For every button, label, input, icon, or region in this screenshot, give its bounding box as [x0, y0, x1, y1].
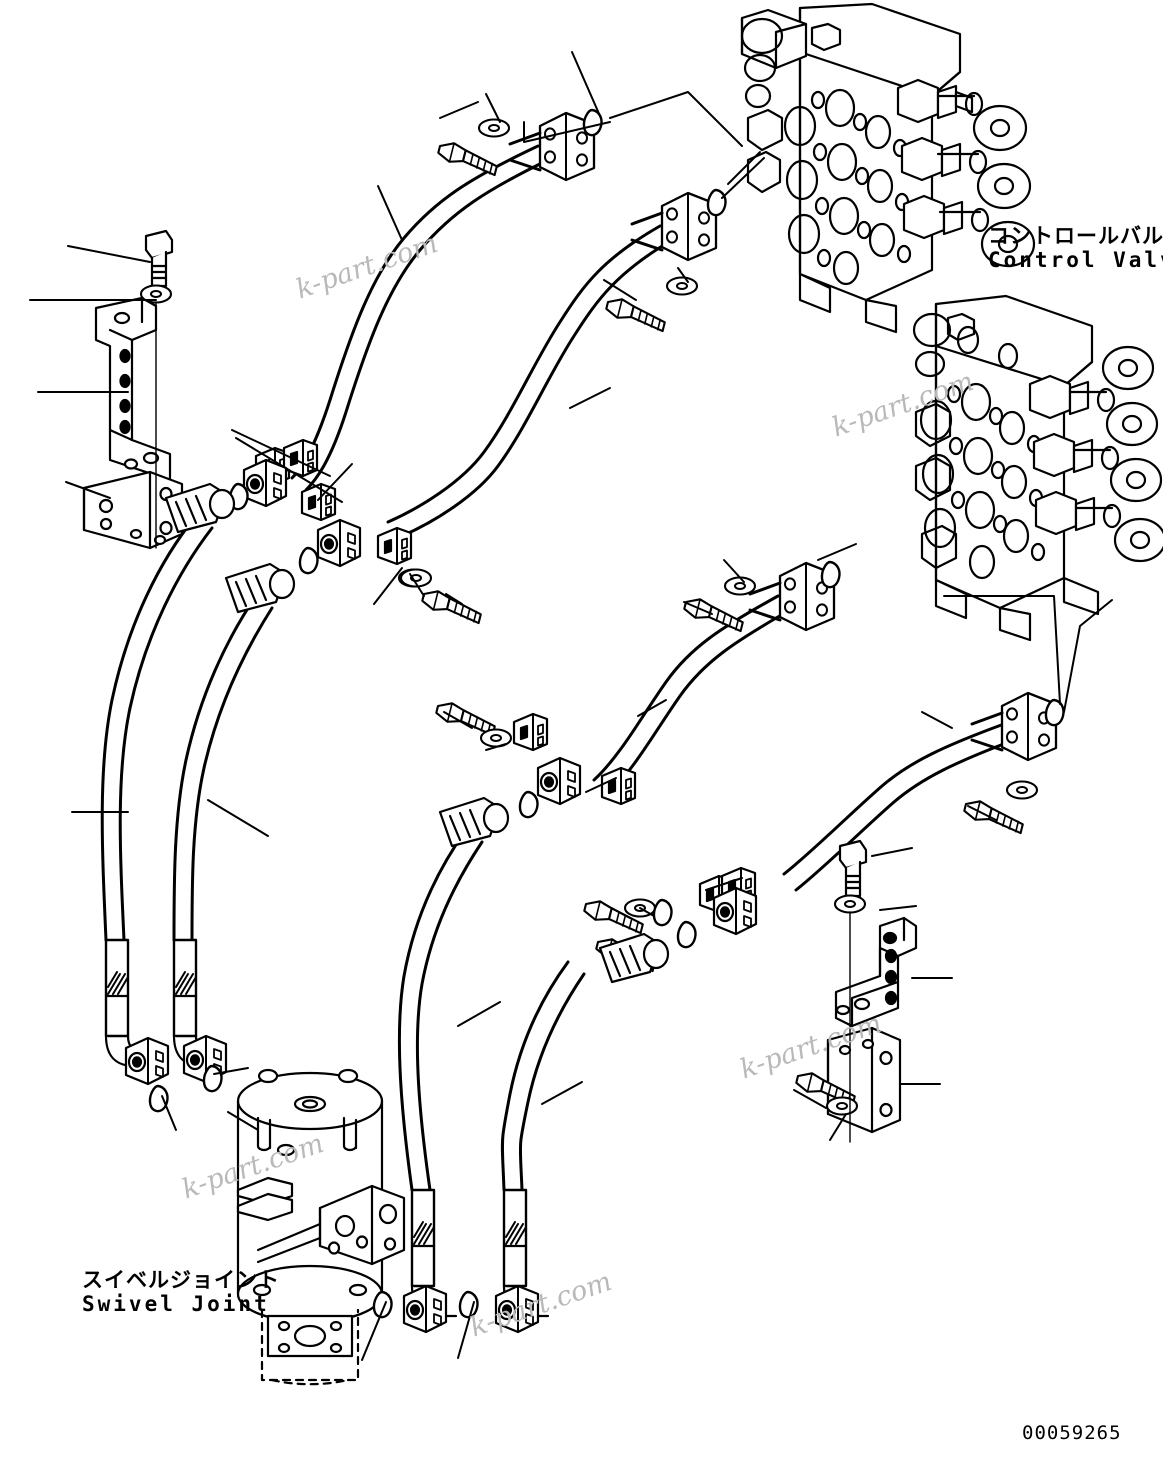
clamp-cluster-upper-left [228, 438, 433, 588]
hose-fitting-c [438, 796, 510, 848]
bolt-vertical-left [139, 229, 174, 549]
bracket-right-upper [834, 916, 918, 1028]
hose-fitting-a [164, 482, 236, 534]
bolt-vertical-right [833, 839, 868, 1143]
hose-fitting-b [224, 562, 296, 614]
swivel-joint-label-jp: スイベルジョイント [82, 1268, 280, 1292]
control-valve-block-lower [912, 294, 1163, 642]
hose-left-2 [172, 594, 274, 942]
hose-end-left-2 [172, 938, 228, 1084]
hose-center-2 [500, 960, 586, 1192]
bolt-washer-group-4 [961, 780, 1039, 835]
swivel-joint-label: スイベルジョイント Swivel Joint [82, 1268, 280, 1316]
tube-4 [782, 722, 1016, 892]
hose-left-1 [100, 514, 214, 942]
drawing-number: 00059265 [1022, 1422, 1122, 1444]
hose-end-center-2 [494, 1188, 550, 1334]
bracket-left-upper [94, 296, 172, 482]
hose-end-center-1 [402, 1188, 458, 1334]
control-valve-label-jp: コントロールバルブ [988, 224, 1163, 248]
swivel-joint-label-en: Swivel Joint [82, 1292, 270, 1317]
bolt-washer-group-6 [433, 699, 513, 748]
bracket-left-lower [82, 470, 184, 550]
control-valve-label: コントロールバルブ Control Valve [988, 224, 1163, 272]
tube-end-flange-4 [1000, 691, 1058, 762]
tube-3 [592, 594, 792, 796]
tube-1 [290, 144, 554, 492]
bolt-washer-group-3 [681, 576, 757, 633]
bracket-right-lower [826, 1026, 902, 1134]
control-valve-label-en: Control Valve [988, 248, 1163, 273]
bolt-washer-group-7 [581, 897, 657, 935]
hose-center-1 [397, 828, 484, 1192]
hose-end-left-1 [104, 938, 170, 1086]
tube-2 [386, 224, 674, 538]
bolt-washer-group-2 [603, 276, 699, 333]
swivel-joint-body [236, 1068, 406, 1386]
hose-fitting-d [598, 932, 670, 984]
control-valve-block-upper [740, 2, 1036, 334]
leader-lines [29, 51, 1113, 1361]
